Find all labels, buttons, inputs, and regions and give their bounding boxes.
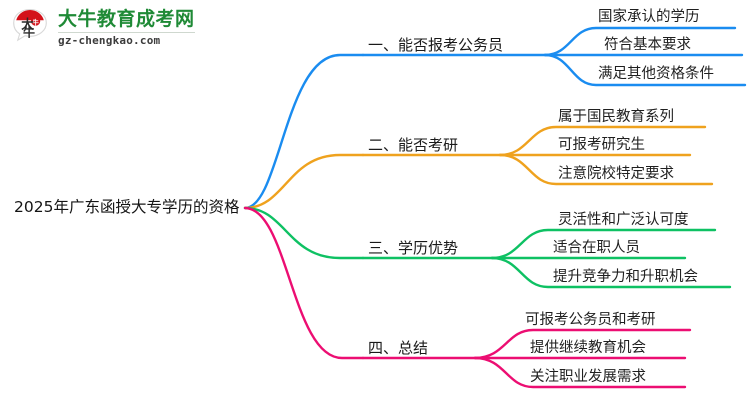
site-logo[interactable]: 牛 大 牛 大牛教育成考网 gz-chengkao.com (8, 6, 195, 50)
leaf-label-1-2[interactable]: 符合基本要求 (604, 37, 691, 53)
svg-text:大: 大 (21, 17, 34, 32)
branch-label-3[interactable]: 三、学历优势 (368, 239, 459, 257)
leaf-label-3-1[interactable]: 灵活性和广泛认可度 (558, 212, 689, 228)
leaf-label-1-3[interactable]: 满足其他资格条件 (598, 66, 714, 82)
leaf-label-3-3[interactable]: 提升竞争力和升职机会 (553, 269, 698, 285)
root-node-label[interactable]: 2025年广东函授大专学历的资格 (14, 198, 240, 216)
logo-divider (58, 32, 195, 33)
leaf-label-4-3[interactable]: 关注职业发展需求 (530, 369, 646, 385)
branch-label-2[interactable]: 二、能否考研 (368, 136, 459, 154)
connector-group-branch-4 (243, 206, 692, 389)
svg-text:牛: 牛 (23, 25, 35, 40)
leaf-label-1-1[interactable]: 国家承认的学历 (598, 9, 700, 25)
leaf-label-3-2[interactable]: 适合在职人员 (553, 240, 640, 256)
daniu-speech-bubble-logo-icon: 牛 大 牛 (8, 6, 52, 50)
svg-text:牛: 牛 (32, 17, 39, 26)
leaf-label-2-1[interactable]: 属于国民教育系列 (558, 109, 674, 125)
leaf-label-4-1[interactable]: 可报考公务员和考研 (525, 312, 656, 328)
leaf-label-2-3[interactable]: 注意院校特定要求 (558, 166, 674, 182)
leaf-label-4-2[interactable]: 提供继续教育机会 (530, 340, 646, 356)
logo-url: gz-chengkao.com (58, 34, 161, 47)
branch-label-1[interactable]: 一、能否报考公务员 (368, 36, 504, 54)
logo-wordmark: 大牛教育成考网 gz-chengkao.com (58, 10, 195, 46)
leaf-label-2-2[interactable]: 可报考研究生 (558, 137, 645, 153)
branch-label-4[interactable]: 四、总结 (368, 339, 429, 357)
logo-brand-name: 大牛教育成考网 (58, 8, 195, 30)
